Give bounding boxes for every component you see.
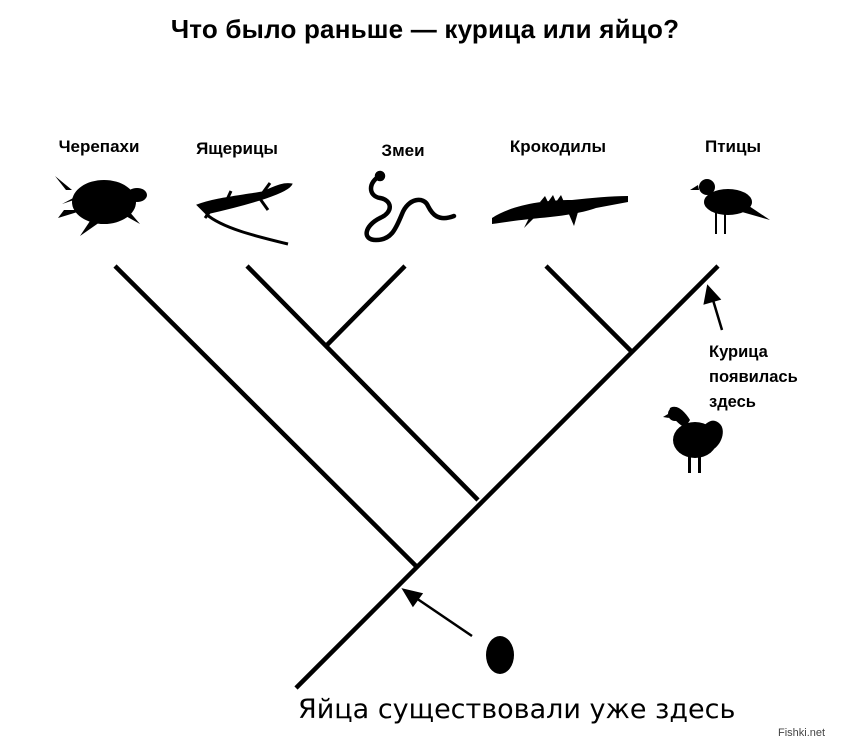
phylogenetic-tree xyxy=(113,264,720,690)
taxon-label-turtles: Черепахи xyxy=(58,137,140,156)
chicken-note-line-1: Курица xyxy=(709,343,768,361)
taxon-label-crocodiles: Крокодилы xyxy=(509,137,607,156)
chicken-note-line-2: появилась xyxy=(709,368,798,386)
page-title: Что было раньше — курица или яйцо? xyxy=(170,14,680,44)
egg-icon xyxy=(486,636,514,674)
arrows xyxy=(401,284,724,638)
branch-snakes xyxy=(325,264,407,347)
lizard-icon xyxy=(196,182,293,246)
egg-caption: Яйца существовали уже здесь xyxy=(298,694,736,725)
branch-lizards xyxy=(245,264,480,502)
taxon-label-lizards: Ящерицы xyxy=(196,139,278,158)
snake-icon xyxy=(364,170,457,243)
chicken-note-line-3: здесь xyxy=(709,393,756,411)
egg-arrow xyxy=(415,596,473,638)
chicken-arrow-head xyxy=(703,284,722,305)
taxon-label-birds: Птицы xyxy=(705,137,761,156)
egg-arrow-head xyxy=(401,588,424,608)
chicken-note: Курица появилась здесь xyxy=(709,340,798,415)
watermark: Fishki.net xyxy=(778,727,826,739)
taxon-label-snakes: Змеи xyxy=(381,141,425,160)
branch-crocodiles xyxy=(544,264,634,354)
branch-turtles xyxy=(113,264,418,568)
bird-icon xyxy=(690,179,770,234)
turtle-icon xyxy=(55,176,147,236)
chicken-icon xyxy=(663,406,723,473)
crocodile-icon xyxy=(492,195,628,228)
chicken-arrow xyxy=(711,299,724,331)
main-branch-to-birds xyxy=(294,264,720,690)
